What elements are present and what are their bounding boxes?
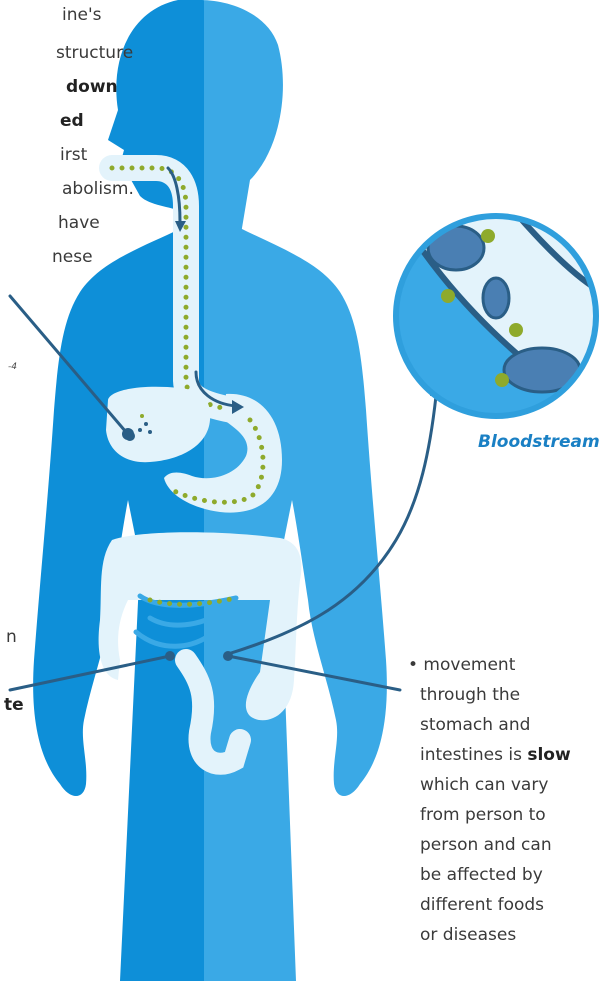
right-text-line-1: • movement — [408, 652, 515, 678]
left-text-line-1: ine's — [62, 2, 102, 28]
bloodstream-circle — [380, 170, 602, 430]
left-text-line-4: ed — [60, 108, 84, 134]
right-text-line-6: from person to — [420, 802, 546, 828]
right-text-line-4-prefix: intestines is — [420, 745, 527, 765]
right-text-line-4: intestines is slow — [420, 742, 571, 768]
bloodstream-label: Bloodstream — [478, 432, 600, 452]
left-text-line-3: down — [66, 74, 118, 100]
right-text-line-2: through the — [420, 682, 520, 708]
left-text-line-2: structure — [56, 40, 133, 66]
left-text-line-7: have — [58, 210, 100, 236]
right-text-line-8: be affected by — [420, 862, 543, 888]
left-bottom-text-line-1: n — [6, 624, 17, 650]
liver-dot-green — [140, 414, 144, 418]
left-text-superscript: -4 — [8, 362, 17, 372]
right-text-line-3: stomach and — [420, 712, 530, 738]
left-text-line-5: irst — [60, 142, 87, 168]
left-text-line-8: nese — [52, 244, 93, 270]
right-text-line-9: different foods — [420, 892, 544, 918]
left-bottom-text-line-2: te — [4, 692, 24, 718]
right-text-line-10: or diseases — [420, 922, 516, 948]
right-text-line-7: person and can — [420, 832, 552, 858]
right-text-line-4-bold: slow — [527, 745, 570, 765]
right-text-line-5: which can vary — [420, 772, 548, 798]
left-text-line-6: abolism. — [62, 176, 134, 202]
